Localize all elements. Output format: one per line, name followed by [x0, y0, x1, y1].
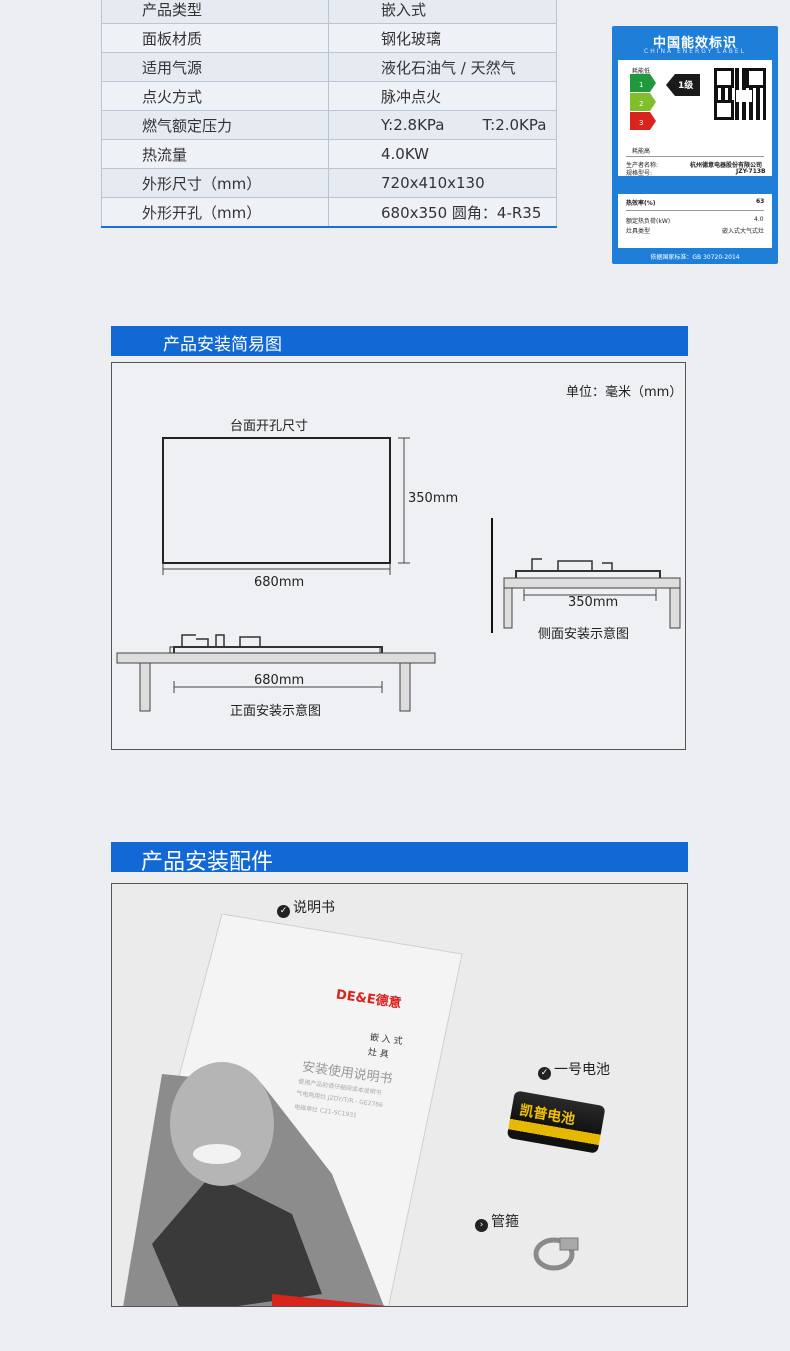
spec-row: 面板材质钢化玻璃: [101, 23, 557, 53]
spec-value: 720x410x130: [328, 168, 557, 198]
type-key: 灶具类型: [626, 228, 651, 235]
type-value: 嵌入式大气式灶: [722, 228, 765, 235]
energy-high-label: 耗能高: [632, 148, 651, 155]
booklet-line2: 灶 具: [367, 1047, 390, 1061]
grade-bar-1: [630, 74, 656, 92]
spec-key: 燃气额定压力: [101, 110, 329, 140]
grade-bar-2: [630, 93, 656, 111]
manual-booklet: DE&E德意 嵌 入 式 灶 具 安装使用说明书 使用产品前请仔细阅读本说明书 …: [122, 914, 472, 1306]
side-hob: [515, 570, 661, 578]
unit-label: 单位：毫米（mm）: [566, 385, 683, 400]
accessories-section-header: 产品安装配件: [111, 842, 688, 875]
energy-label-grade-panel: 耗能低 1 2 3 1级 耗能高 生产者名称: 杭州德意电器股份有限公司 规格型…: [618, 60, 772, 177]
spec-value: 液化石油气 / 天然气: [328, 52, 557, 82]
cutout-rect: [162, 437, 391, 564]
hose-clamp: [533, 1237, 579, 1271]
spec-key: 外形开孔（mm）: [101, 197, 329, 227]
energy-label-subtitle: CHINA ENERGY LABEL: [644, 48, 746, 55]
spec-value: 4.0KW: [328, 139, 557, 169]
grade-bar-3: [630, 112, 656, 130]
side-countertop: [503, 577, 681, 589]
battery: 凯普电池: [505, 1084, 606, 1161]
spec-table-bottom-rule: [101, 226, 557, 228]
cutout-height-label: 350mm: [408, 491, 459, 506]
manual-label: ✓说明书: [277, 897, 335, 918]
spec-key: 点火方式: [101, 81, 329, 111]
install-drawings: [116, 437, 681, 712]
front-dim-label: 680mm: [254, 673, 305, 688]
spec-key: 热流量: [101, 139, 329, 169]
chevron-down-icon: ✓: [277, 905, 290, 918]
efficiency-key: 热效率(%): [626, 200, 656, 207]
spec-value: Y:2.8KPa T:2.0KPa: [328, 110, 557, 140]
svg-text:3: 3: [639, 119, 643, 127]
spec-row: 产品类型嵌入式: [101, 0, 557, 24]
spec-value: 嵌入式: [328, 0, 557, 24]
spec-key: 适用气源: [101, 52, 329, 82]
maker-value: 杭州德意电器股份有限公司: [690, 162, 763, 169]
energy-label: 中国能效标识 CHINA ENERGY LABEL 耗能低 1 2 3 1级 耗…: [612, 26, 778, 264]
battery-label: ✓一号电池: [538, 1059, 610, 1080]
svg-text:1: 1: [639, 81, 643, 89]
side-dim-label: 350mm: [568, 595, 619, 610]
spec-value: 脉冲点火: [328, 81, 557, 111]
side-caption: 侧面安装示意图: [538, 627, 630, 642]
spec-row: 外形尺寸（mm）720x410x130: [101, 168, 557, 198]
spec-value: 680x350 圆角：4-R35: [328, 197, 557, 227]
energy-label-data-panel: 热效率(%) 63 额定热负荷(kW) 4.0 灶具类型 嵌入式大气式灶: [618, 194, 772, 248]
svg-text:2: 2: [639, 100, 643, 108]
maker-key: 生产者名称:: [626, 162, 659, 169]
load-value: 4.0: [754, 216, 764, 223]
chevron-right-icon: ›: [475, 1219, 488, 1232]
spec-table: 产品类型嵌入式面板材质钢化玻璃适用气源液化石油气 / 天然气点火方式脉冲点火燃气…: [101, 0, 557, 227]
accessories-section-title: 产品安装配件: [141, 850, 274, 875]
cutout-width-label: 680mm: [254, 575, 305, 590]
accessories-photo: ✓说明书 ✓一号电池 ›管箍 DE&E德意 嵌 入 式 灶 具 安装使用说明书 …: [111, 883, 688, 1307]
chevron-down-icon: ✓: [538, 1067, 551, 1080]
energy-label-title: 中国能效标识: [652, 36, 737, 51]
front-countertop: [116, 652, 436, 664]
spec-row: 点火方式脉冲点火: [101, 81, 557, 111]
model-value: JZY-713B: [736, 168, 766, 175]
cutout-title: 台面开孔尺寸: [230, 419, 309, 434]
front-hob: [173, 646, 383, 653]
spec-key: 外形尺寸（mm）: [101, 168, 329, 198]
model-key: 规格型号:: [626, 170, 653, 177]
spec-key: 面板材质: [101, 23, 329, 53]
spec-row: 适用气源液化石油气 / 天然气: [101, 52, 557, 82]
spec-key: 产品类型: [101, 0, 329, 24]
front-caption: 正面安装示意图: [230, 704, 322, 719]
spec-row: 外形开孔（mm）680x350 圆角：4-R35: [101, 197, 557, 227]
energy-low-label: 耗能低: [632, 68, 651, 75]
qr-code-icon: [714, 68, 766, 120]
energy-label-standard: 依据国家标准：GB 30720-2014: [650, 254, 740, 261]
grade-badge: 1级: [666, 74, 700, 96]
load-key: 额定热负荷(kW): [626, 218, 671, 225]
efficiency-value: 63: [756, 198, 765, 205]
spec-value: 钢化玻璃: [328, 23, 557, 53]
install-diagram: 单位：毫米（mm） 台面开孔尺寸 350mm 680mm 680: [111, 362, 686, 750]
install-section-header: 产品安装简易图: [111, 326, 688, 356]
clamp-label: ›管箍: [475, 1211, 519, 1232]
install-section-title: 产品安装简易图: [163, 335, 282, 355]
energy-grade-bars: 1 2 3: [630, 74, 656, 130]
